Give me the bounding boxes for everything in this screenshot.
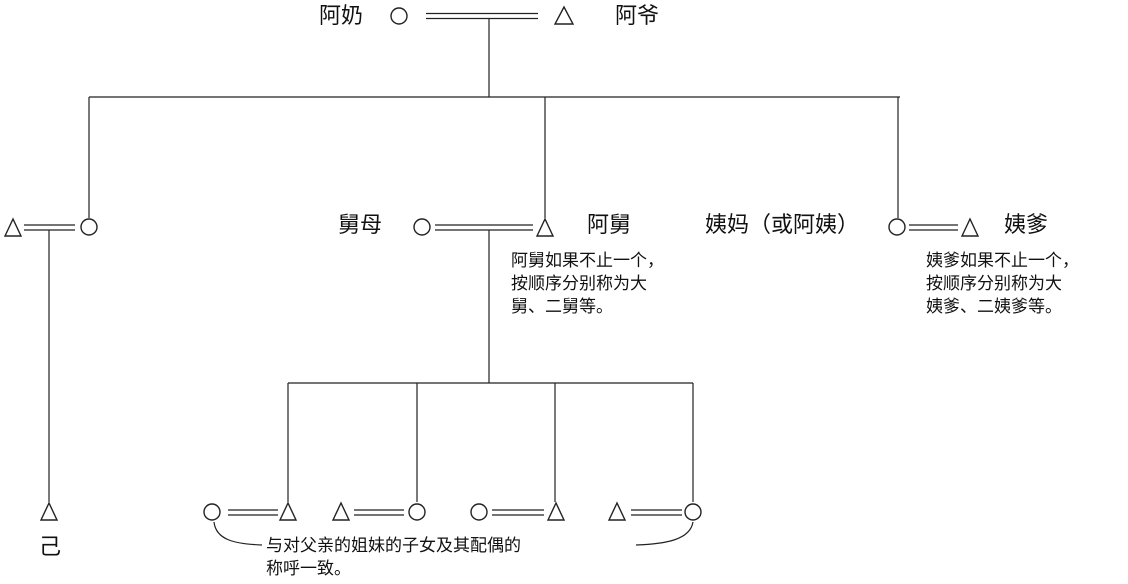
marriage-cousin-2 [354,509,404,516]
aunt-by-marriage-label: 舅母 [338,213,383,238]
marriage-uncle [435,224,533,231]
cousin-2-circle-icon [408,503,426,521]
uncle-label: 阿舅 [587,213,632,238]
aunt-husband-note: 姨爹如果不止一个， 按顺序分别称为大 姨爹、二姨爹等。 [926,251,1079,317]
cousins-note: 与对父亲的姐妹的子女及其配偶的 称呼一致。 [266,536,521,579]
marriage-cousin-4 [631,509,682,516]
marriage-aunt [909,224,958,231]
uncle-note: 阿舅如果不止一个， 按顺序分别称为大 舅、二舅等。 [511,251,664,317]
cousins-bracket-curve [213,521,694,546]
uncle-triangle-icon [535,217,555,237]
grandpa-label: 阿爷 [615,4,660,29]
maternal-aunt-label: 姨妈（或阿姨） [705,213,860,238]
marriage-parents [24,224,75,231]
aunt-husband-triangle-icon [960,217,980,237]
cousin-3-spouse-circle-icon [470,503,488,521]
cousin-2-spouse-triangle-icon [331,501,351,521]
mother-circle-icon [80,218,98,236]
maternal-aunt-circle-icon [888,218,906,236]
father-triangle-icon [3,217,23,237]
aunt-by-marriage-circle-icon [413,218,431,236]
self-label: 己 [39,535,62,560]
cousin-1-triangle-icon [278,501,298,521]
grandma-label: 阿奶 [319,4,364,29]
self-triangle-icon [39,501,59,521]
cousin-4-spouse-triangle-icon [607,501,627,521]
cousin-3-triangle-icon [546,501,566,521]
marriage-cousin-3 [492,509,544,516]
marriage-cousin-1 [228,509,278,516]
aunt-husband-label: 姨爹 [1004,213,1049,238]
grandpa-triangle-icon [553,5,575,25]
grandma-circle-icon [390,7,408,25]
cousin-1-spouse-circle-icon [203,503,221,521]
marriage-grandparents [426,12,538,20]
cousin-4-circle-icon [684,503,702,521]
